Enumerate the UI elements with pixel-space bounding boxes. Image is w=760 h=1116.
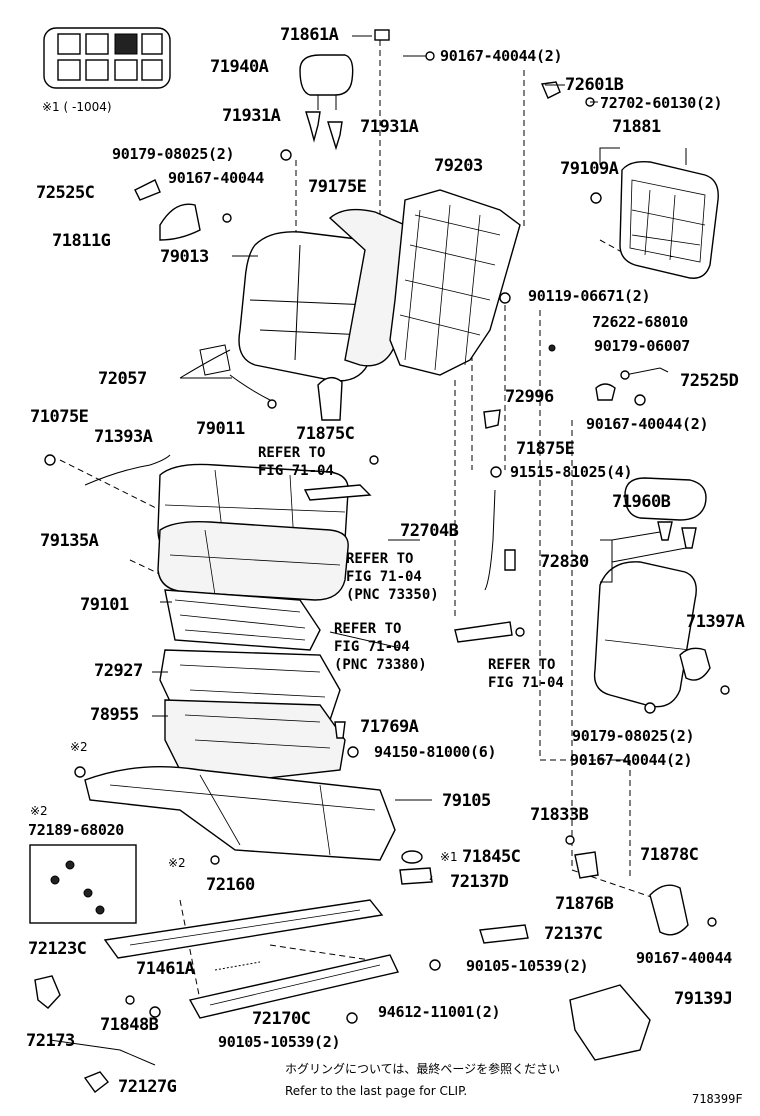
- label-71861A: 71861A: [280, 25, 339, 45]
- label-71848B: 71848B: [100, 1015, 159, 1035]
- label-79011: 79011: [196, 419, 245, 439]
- label-72996: 72996: [505, 387, 554, 407]
- label-90167-40044-2c: 90167-40044(2): [570, 751, 693, 769]
- ref1-line1: REFER TO: [258, 445, 326, 461]
- ref4-line2: FIG 71-04: [488, 675, 564, 691]
- vehicle-locator-icon: [43, 27, 171, 89]
- label-72601B: 72601B: [565, 75, 624, 95]
- label-79135A: 79135A: [40, 531, 99, 551]
- label-90179-06007: 90179-06007: [594, 337, 691, 355]
- ref3-line1: REFER TO: [334, 621, 402, 637]
- label-71075E: 71075E: [30, 407, 89, 427]
- ref3-line2: FIG 71-04: [334, 639, 410, 655]
- mark-star2-a: ※2: [70, 740, 88, 754]
- mark-star2-b: ※2: [30, 804, 48, 818]
- label-91515-81025-4: 91515-81025(4): [510, 463, 633, 481]
- headrest-71940A: [299, 54, 354, 110]
- label-72123C: 72123C: [28, 939, 87, 959]
- label-79105: 79105: [442, 791, 491, 811]
- label-72173: 72173: [26, 1031, 75, 1051]
- label-90167-40044d: 90167-40044: [636, 949, 733, 967]
- label-72830: 72830: [540, 552, 589, 572]
- label-79013: 79013: [160, 247, 209, 267]
- label-90105-10539-2b: 90105-10539(2): [218, 1033, 341, 1051]
- label-71811G: 71811G: [52, 231, 111, 251]
- figure-id: 718399F: [692, 1092, 743, 1106]
- ref2-line3: (PNC 73350): [346, 587, 439, 603]
- seat-rail-72170C: [188, 954, 400, 1019]
- seat-rail-72160: [103, 899, 384, 959]
- label-72189-68020: 72189-68020: [28, 821, 125, 839]
- third-seatback-72830: [593, 561, 697, 708]
- label-71397A: 71397A: [686, 612, 745, 632]
- label-79175E: 79175E: [308, 177, 367, 197]
- label-79203: 79203: [434, 156, 483, 176]
- ref1-line2: FIG 71-04: [258, 463, 334, 479]
- label-71461A: 71461A: [136, 959, 195, 979]
- label-72127G: 72127G: [118, 1077, 177, 1097]
- label-90105-10539-2: 90105-10539(2): [466, 957, 589, 975]
- label-72170C: 72170C: [252, 1009, 311, 1029]
- label-72160: 72160: [206, 875, 255, 895]
- label-94150-81000-6: 94150-81000(6): [374, 743, 497, 761]
- label-71769A: 71769A: [360, 717, 419, 737]
- label-94612-11001-2: 94612-11001(2): [378, 1003, 501, 1021]
- label-79109A: 79109A: [560, 159, 619, 179]
- label-72057: 72057: [98, 369, 147, 389]
- label-71845C: 71845C: [462, 847, 521, 867]
- label-90179-08025-2: 90179-08025(2): [112, 145, 235, 163]
- label-90167-40044-2b: 90167-40044(2): [586, 415, 709, 433]
- label-71875E: 71875E: [516, 439, 575, 459]
- ref2-line1: REFER TO: [346, 551, 414, 567]
- ref4-line1: REFER TO: [488, 657, 556, 673]
- label-90179-08025-2b: 90179-08025(2): [572, 727, 695, 745]
- label-71940A: 71940A: [210, 57, 269, 77]
- label-90167-40044: 90167-40044: [168, 169, 265, 187]
- label-71878C: 71878C: [640, 845, 699, 865]
- seatback-frame-79203: [389, 189, 521, 376]
- label-71960B: 71960B: [612, 492, 671, 512]
- label-72702-60130-2: 72702-60130(2): [600, 94, 723, 112]
- label-71875C: 71875C: [296, 424, 355, 444]
- ref3-line3: (PNC 73380): [334, 657, 427, 673]
- footer-en-note: Refer to the last page for CLIP.: [285, 1084, 468, 1098]
- label-90167-40044-2: 90167-40044(2): [440, 47, 563, 65]
- seat-frame-79105: [84, 765, 396, 861]
- label-72525D: 72525D: [680, 371, 739, 391]
- label-72704B: 72704B: [400, 521, 459, 541]
- mark-star1: ※1: [440, 850, 458, 864]
- label-71876B: 71876B: [555, 894, 614, 914]
- label-72525C: 72525C: [36, 183, 95, 203]
- label-72927: 72927: [94, 661, 143, 681]
- note-top: ※1 ( -1004): [42, 100, 112, 114]
- label-79101: 79101: [80, 595, 129, 615]
- label-79139J: 79139J: [674, 989, 733, 1009]
- clip-set-box: [29, 844, 137, 924]
- label-72137C: 72137C: [544, 924, 603, 944]
- mark-star2-c: ※2: [168, 856, 186, 870]
- ref2-line2: FIG 71-04: [346, 569, 422, 585]
- label-71931A-right: 71931A: [360, 117, 419, 137]
- label-71833B: 71833B: [530, 805, 589, 825]
- label-78955: 78955: [90, 705, 139, 725]
- label-71393A: 71393A: [94, 427, 153, 447]
- footer-jp-note: ホグリングについては、最終ページを参照ください: [285, 1062, 561, 1076]
- label-71931A-left: 71931A: [222, 106, 281, 126]
- label-90119-06671-2: 90119-06671(2): [528, 287, 651, 305]
- label-72622-68010: 72622-68010: [592, 313, 689, 331]
- label-71881: 71881: [612, 117, 661, 137]
- back-board-71881: [619, 160, 719, 279]
- label-72137D: 72137D: [450, 872, 509, 892]
